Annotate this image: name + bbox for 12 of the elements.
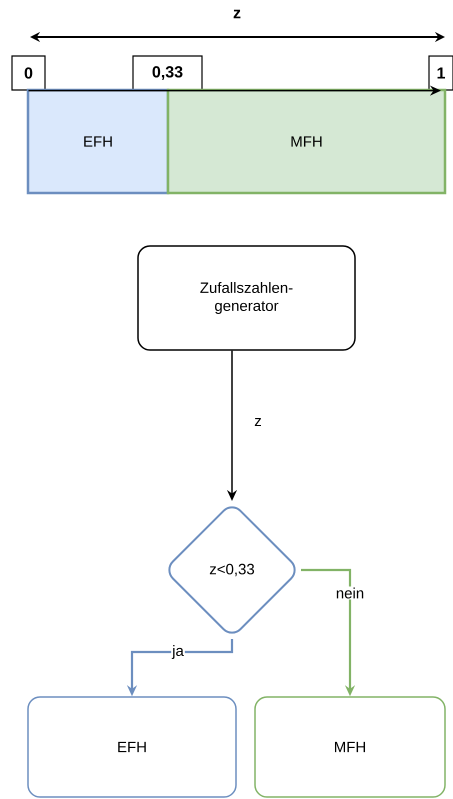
tick-box: 0	[11, 55, 46, 91]
edge-label: nein	[334, 586, 366, 600]
process-box: MFH	[254, 696, 446, 798]
edge-label: ja	[171, 644, 185, 660]
tick-box: 1	[428, 55, 453, 91]
process-box: EFH	[27, 696, 237, 798]
dimension-label: z	[234, 10, 240, 18]
range-bar: MFH	[166, 88, 446, 194]
tick-box: 0,33	[132, 55, 203, 91]
edge-label: z	[253, 417, 263, 427]
process-box: Zufallszahlen- generator	[137, 245, 356, 351]
range-bar: EFH	[26, 88, 170, 194]
